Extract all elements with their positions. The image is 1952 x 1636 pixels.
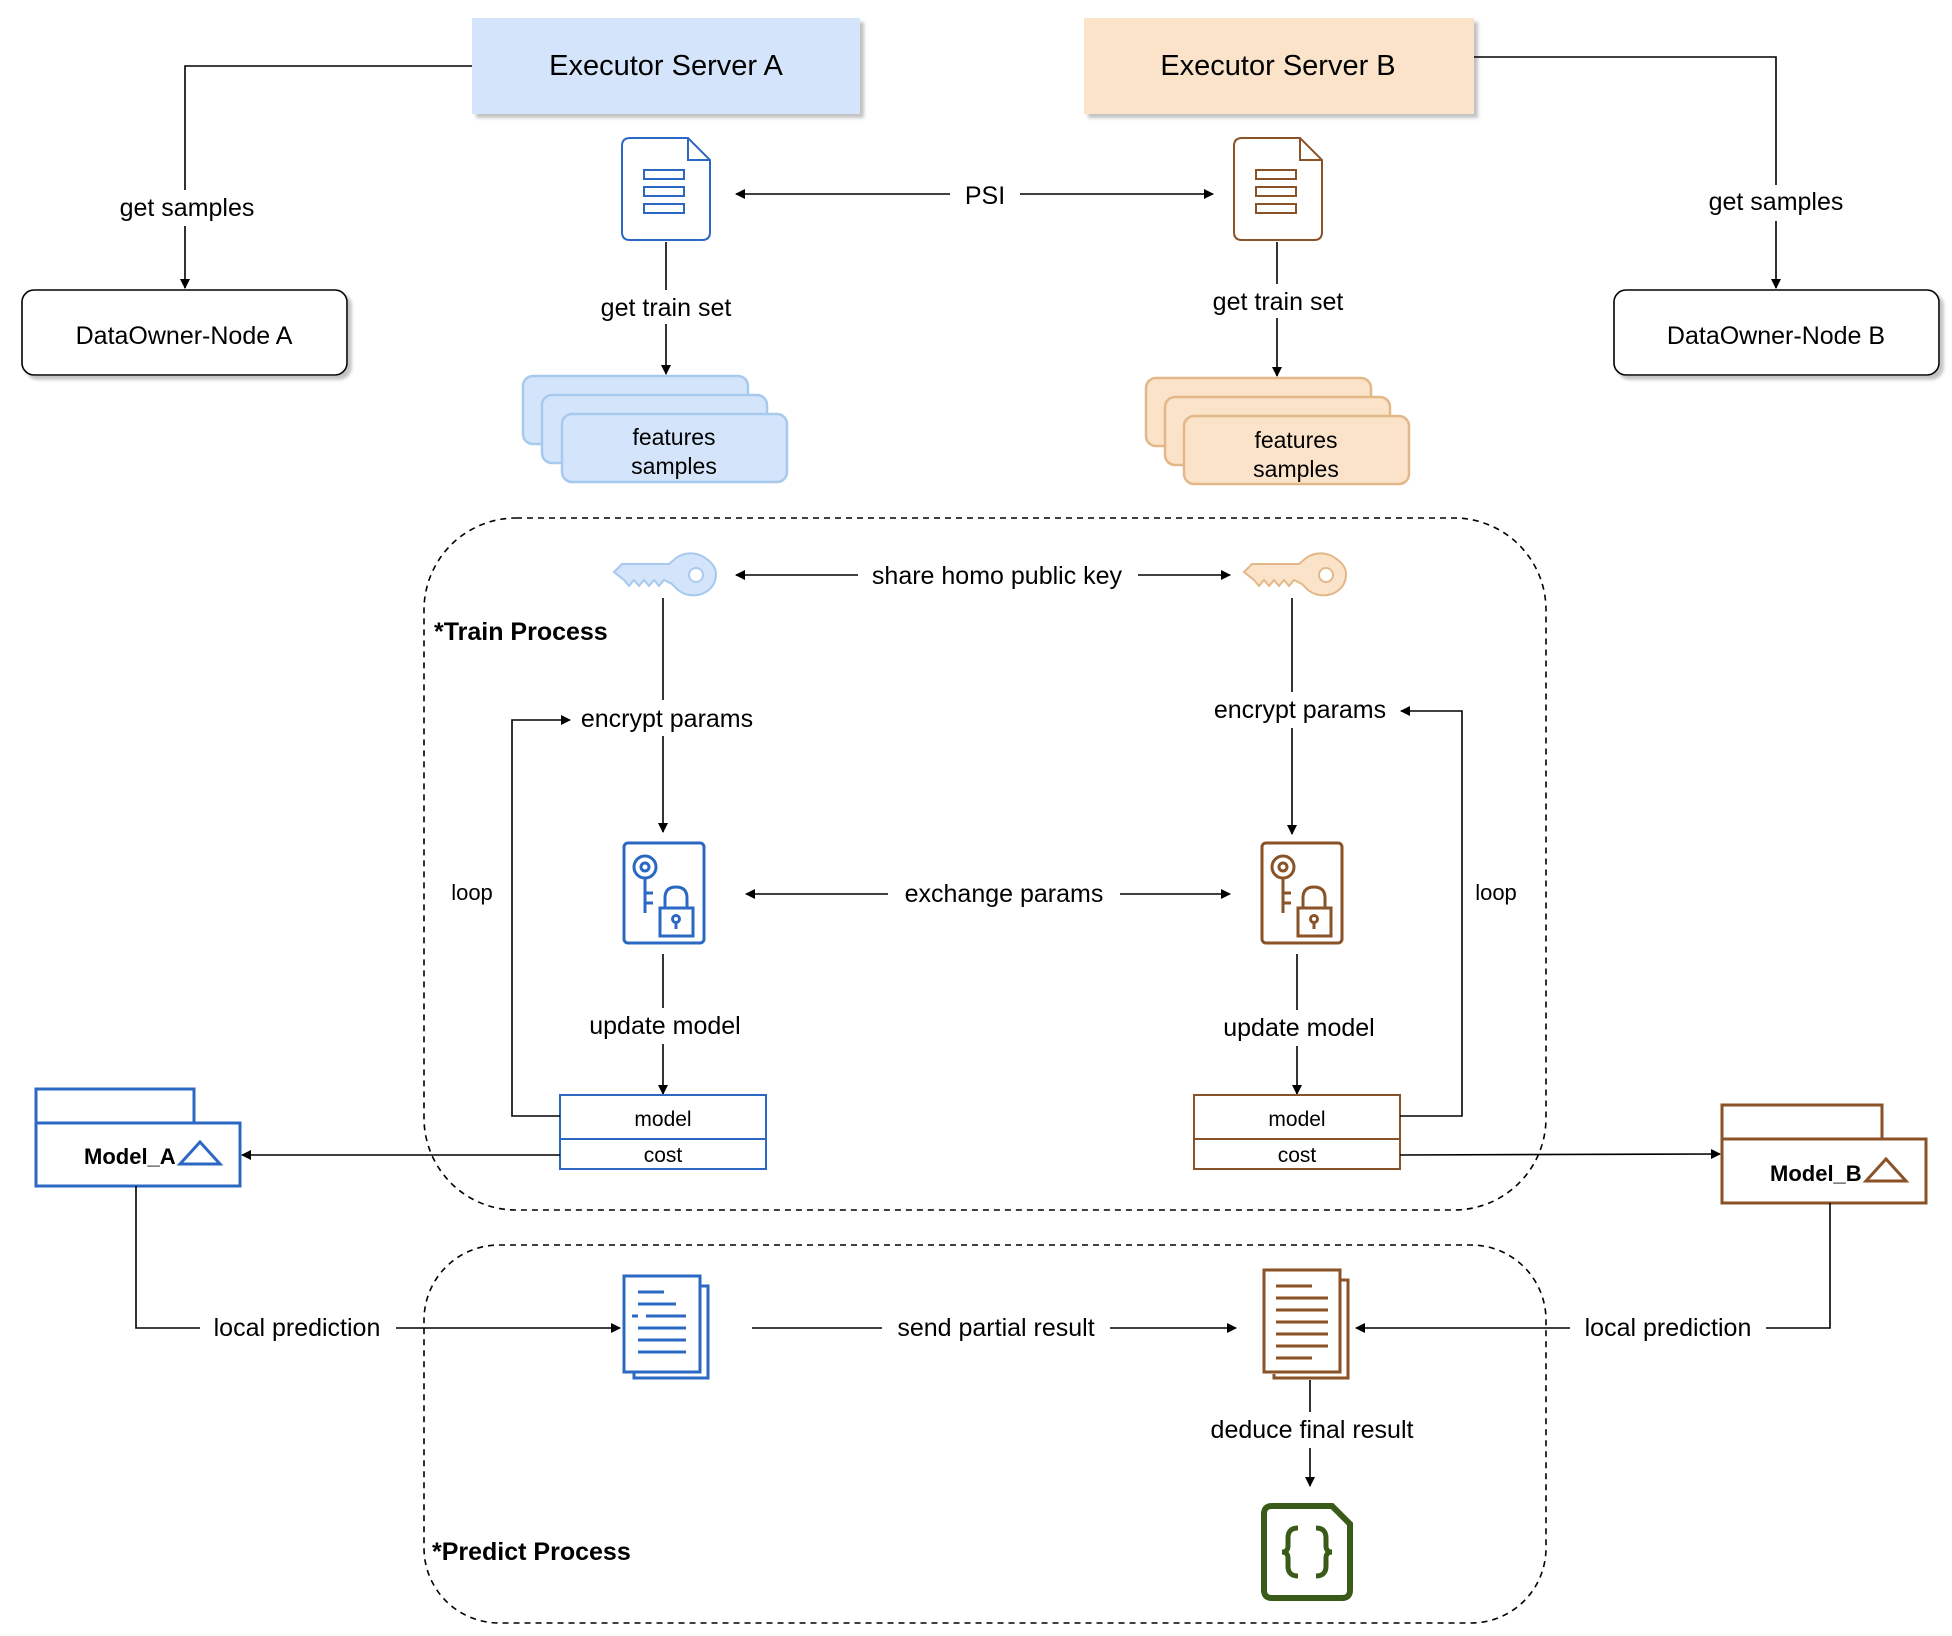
key-lock-icon <box>1260 841 1344 945</box>
dataowner-node-b[interactable]: DataOwner-Node B <box>1613 289 1940 376</box>
edge-psi-label: PSI <box>965 182 1005 210</box>
document-icon <box>1233 137 1323 241</box>
dataowner-node-b-label: DataOwner-Node B <box>1667 322 1885 350</box>
edge-get-samples-a <box>180 65 472 289</box>
edge-update-b-label: update model <box>1223 1014 1375 1042</box>
edge-get-samples-b-label: get samples <box>1709 188 1844 216</box>
edge-cost-to-model-b <box>1399 1149 1721 1160</box>
stack-a-line2: samples <box>631 453 717 479</box>
predict-process-group <box>423 1244 1547 1624</box>
edge-loop-b <box>1400 706 1463 1117</box>
table-b-model: model <box>1268 1108 1325 1131</box>
model-a-label: Model_A <box>84 1144 176 1169</box>
edge-local-prediction-a-label: local prediction <box>214 1314 381 1342</box>
edge-get-train-set-b-label: get train set <box>1213 288 1344 316</box>
train-process-group <box>423 517 1547 1211</box>
edge-loop-b-label: loop <box>1475 880 1517 905</box>
model-cost-table-b[interactable]: model cost <box>1193 1094 1401 1170</box>
model-cost-table-a[interactable]: model cost <box>559 1094 767 1170</box>
triangle-icon <box>1862 1156 1910 1183</box>
stack-a-line1: features <box>632 424 715 450</box>
key-lock-icon <box>622 841 706 945</box>
edge-get-train-set-a-label: get train set <box>601 294 732 322</box>
dataowner-node-a-label: DataOwner-Node A <box>76 322 293 350</box>
executor-server-b-label: Executor Server B <box>1160 50 1395 82</box>
model-b[interactable]: Model_B <box>1720 1103 1928 1205</box>
executor-server-a-label: Executor Server A <box>549 50 783 82</box>
edge-encrypt-a-label: encrypt params <box>581 705 753 733</box>
edge-local-prediction-a <box>135 1186 621 1333</box>
edge-update-a-label: update model <box>589 1012 741 1040</box>
executor-server-a[interactable]: Executor Server A <box>472 18 860 114</box>
edge-local-prediction-b-label: local prediction <box>1585 1314 1752 1342</box>
edge-exchange-label: exchange params <box>905 880 1104 908</box>
edge-share-key-label: share homo public key <box>872 562 1123 590</box>
model-b-label: Model_B <box>1770 1161 1862 1186</box>
edge-loop-a <box>511 715 571 1117</box>
documents-icon <box>1262 1268 1350 1380</box>
edge-send-partial-label: send partial result <box>897 1314 1094 1342</box>
features-samples-stack-a[interactable]: features samples <box>521 374 789 484</box>
stack-b-line1: features <box>1254 427 1337 453</box>
table-a-cost: cost <box>644 1144 683 1167</box>
edge-loop-a-label: loop <box>451 880 493 905</box>
key-icon <box>1242 552 1348 597</box>
train-process-label: *Train Process <box>434 618 608 646</box>
edge-local-prediction-b <box>1355 1203 1831 1333</box>
triangle-icon <box>176 1139 224 1166</box>
document-icon <box>621 137 711 241</box>
json-file-icon <box>1261 1503 1353 1601</box>
table-b-cost: cost <box>1278 1144 1317 1167</box>
features-samples-stack-b[interactable]: features samples <box>1144 376 1411 486</box>
dataowner-node-a[interactable]: DataOwner-Node A <box>21 289 348 376</box>
edge-get-samples-a-label: get samples <box>120 194 255 222</box>
edge-encrypt-b-label: encrypt params <box>1214 696 1386 724</box>
model-a[interactable]: Model_A <box>34 1087 242 1188</box>
key-icon <box>612 552 718 597</box>
edge-get-samples-b <box>1474 56 1781 289</box>
executor-server-b[interactable]: Executor Server B <box>1084 18 1474 114</box>
stack-b-line2: samples <box>1253 456 1339 482</box>
documents-icon <box>622 1274 710 1380</box>
predict-process-label: *Predict Process <box>432 1538 631 1566</box>
table-a-model: model <box>634 1108 691 1131</box>
edge-deduce-label: deduce final result <box>1211 1416 1414 1444</box>
